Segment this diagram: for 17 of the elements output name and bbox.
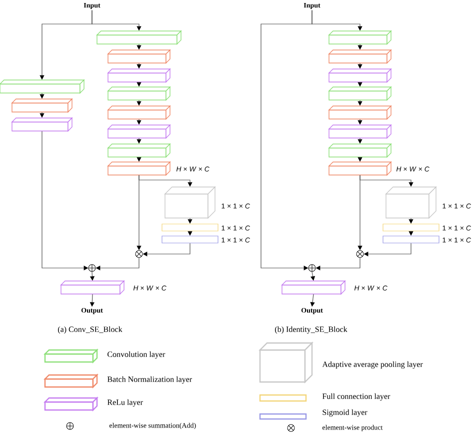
- layer-bar: [382, 236, 440, 244]
- legend-label: Adaptive average pooling layer: [322, 361, 423, 369]
- caption: (a) Conv_SE_Block: [58, 326, 122, 334]
- arrow: [260, 10, 312, 270]
- caption: (b) Identity_SE_Block: [275, 326, 348, 334]
- product-symbol: [356, 250, 364, 258]
- product-symbol: [135, 250, 143, 258]
- legend-label: ReLu layer: [107, 399, 143, 407]
- legend-label: Batch Normalization layer: [107, 376, 192, 384]
- legend-label: Convolution layer: [108, 351, 166, 359]
- sum-symbol: [308, 264, 316, 272]
- layer-bar: [162, 236, 218, 244]
- layer-bar: [162, 224, 218, 232]
- sum-symbol: [88, 264, 96, 272]
- legend-label: Full connection layer: [322, 393, 390, 401]
- legend-label: Sigmoid layer: [322, 409, 368, 417]
- layer-bar: [382, 224, 440, 232]
